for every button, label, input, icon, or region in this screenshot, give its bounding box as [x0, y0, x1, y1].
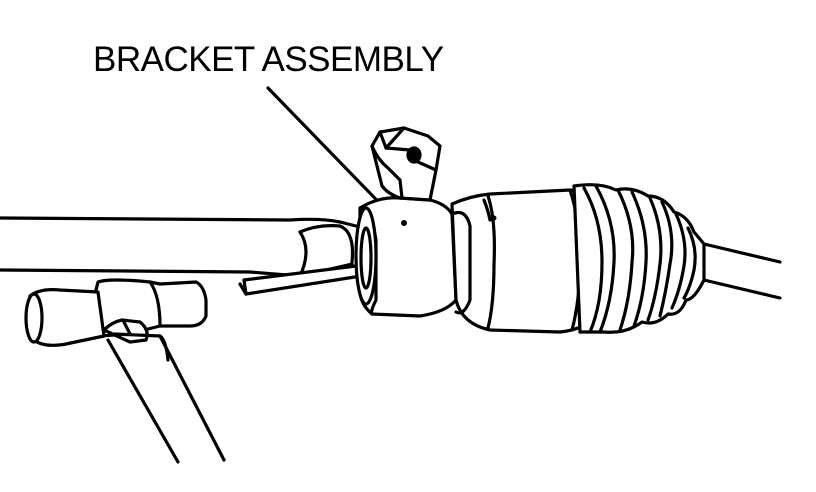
- bracket-pin: [238, 262, 376, 296]
- suspension-arm: [24, 278, 226, 464]
- bracket-assembly-label: BRACKET ASSEMBLY: [93, 40, 444, 79]
- cv-joint-housing: [450, 188, 594, 334]
- cv-boot: [572, 183, 706, 334]
- bracket-assembly: [354, 126, 458, 318]
- left-shaft: [0, 216, 358, 278]
- right-shaft: [702, 242, 782, 300]
